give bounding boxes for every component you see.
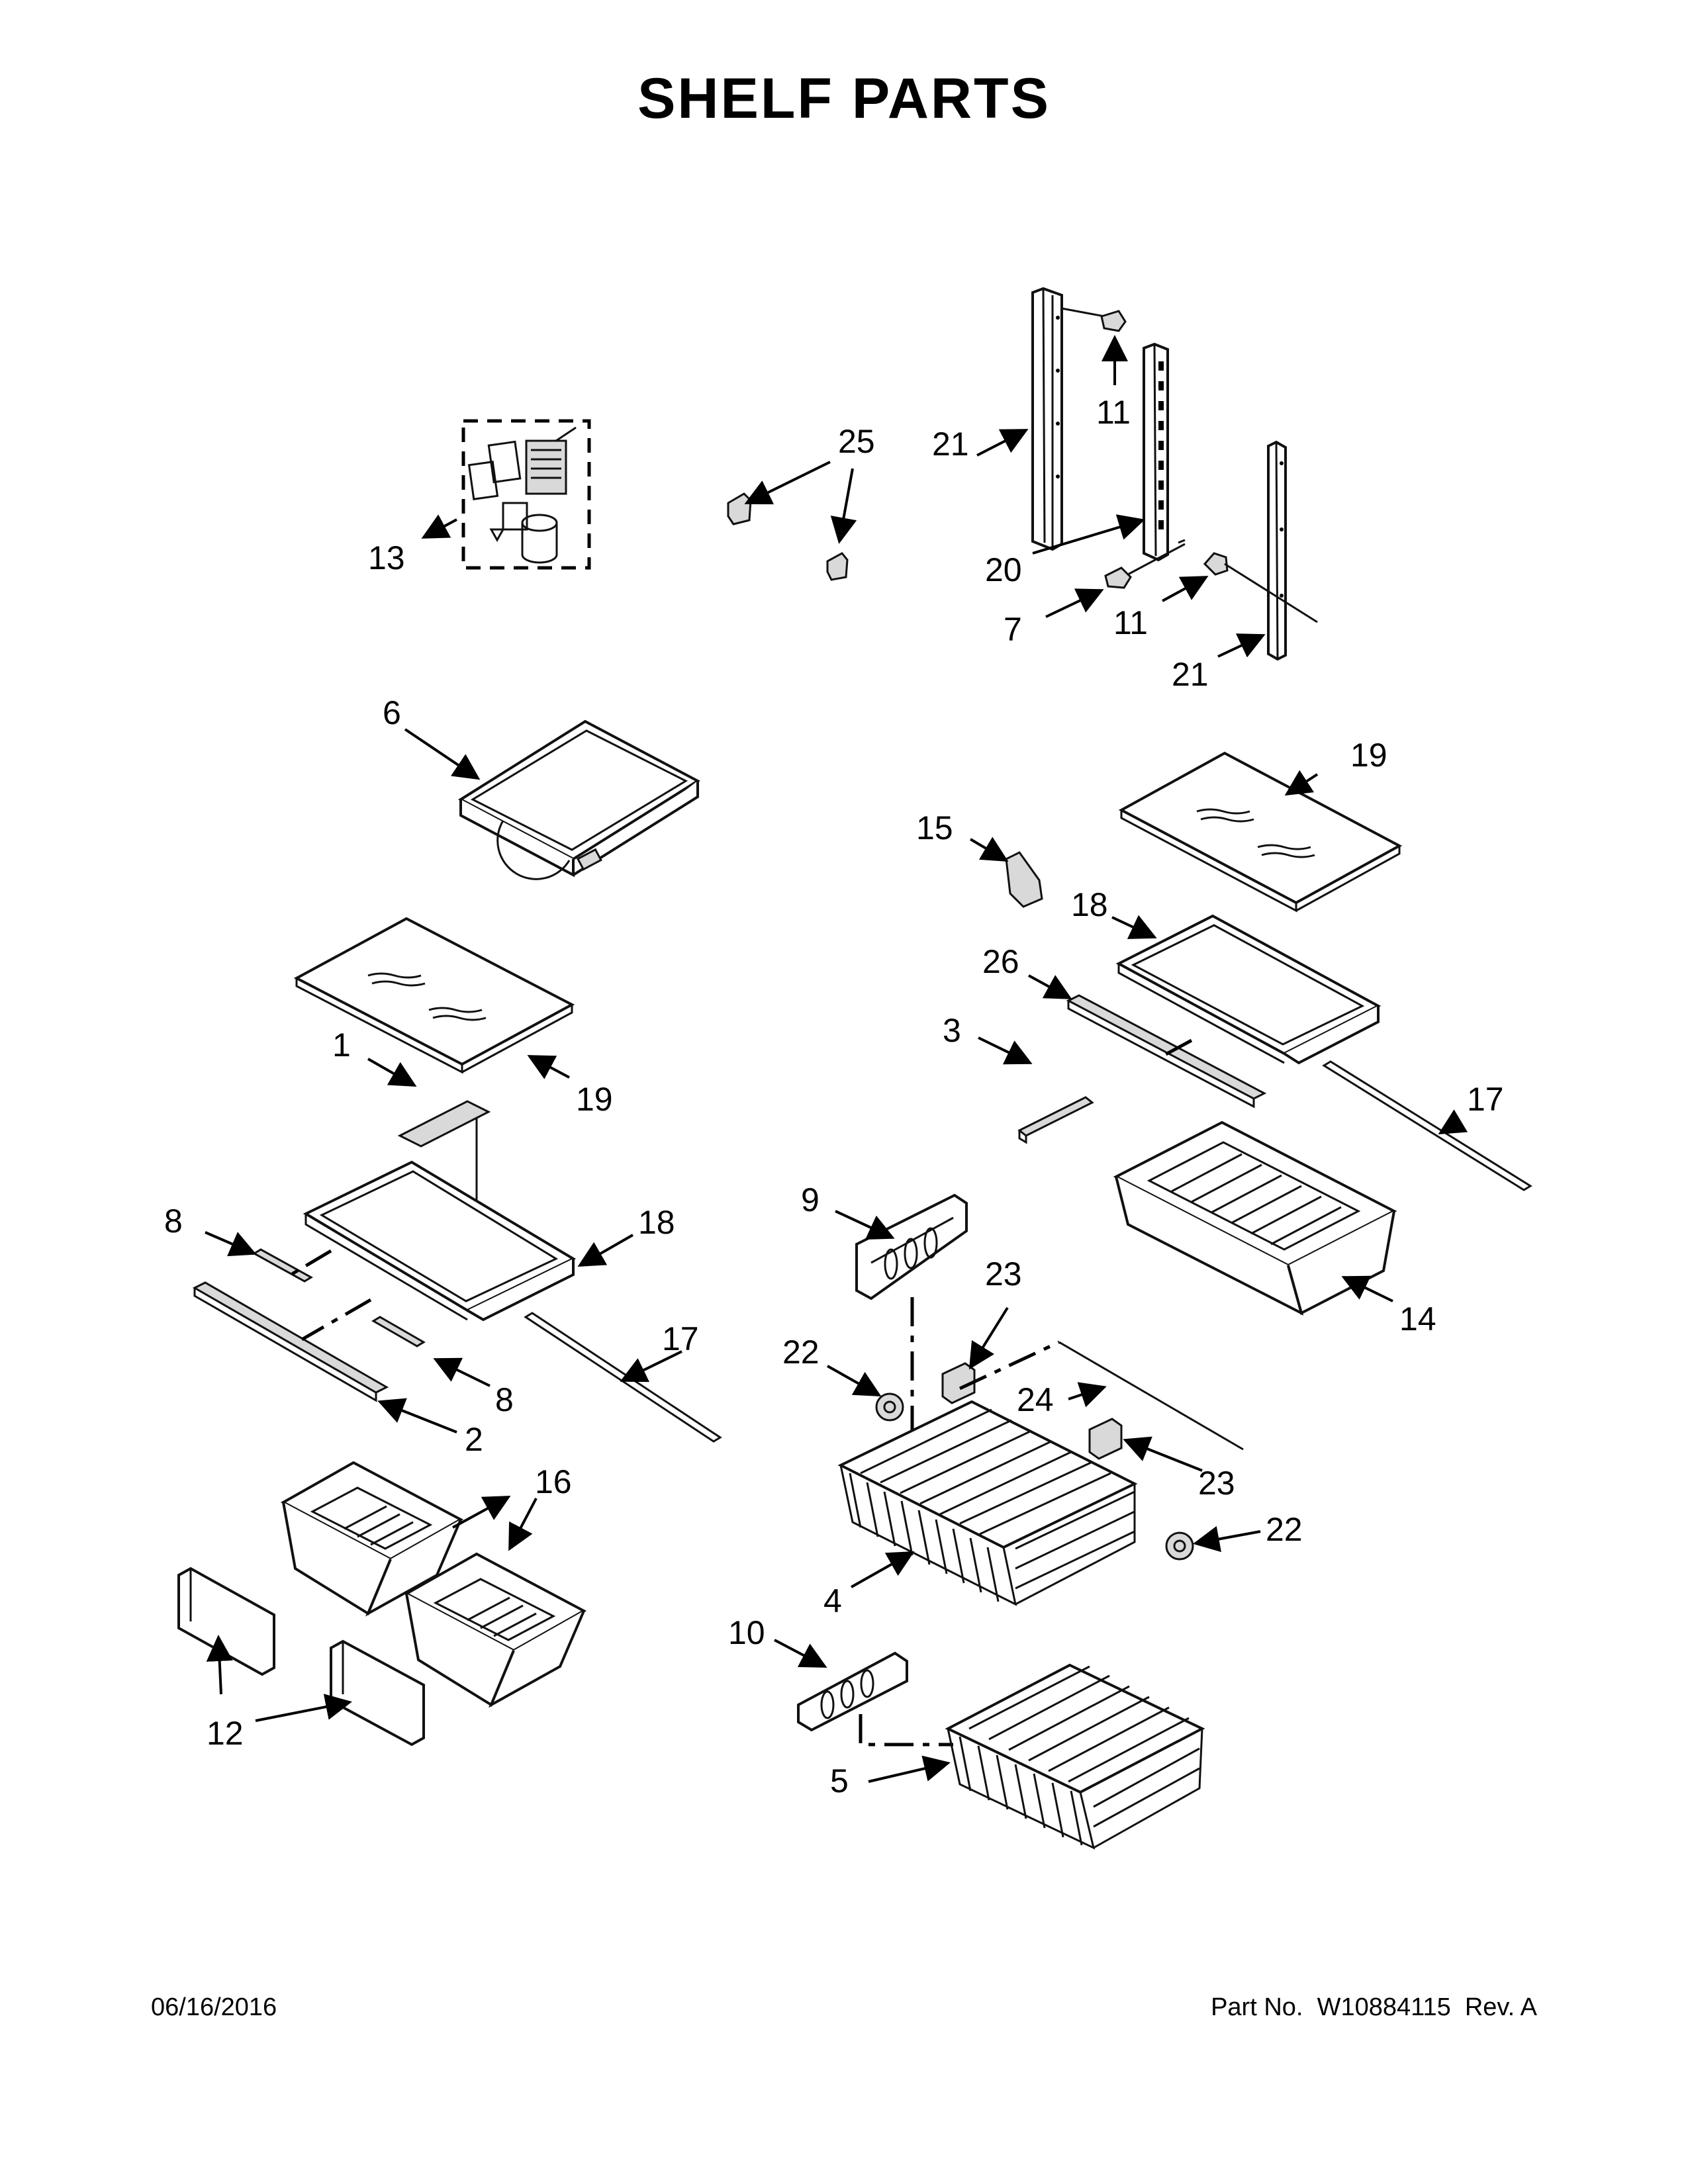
callout-4: 4 (823, 1582, 842, 1619)
callout-8-top: 8 (164, 1203, 183, 1240)
part-19-glass-left (293, 917, 575, 1074)
part-12-front-left (177, 1567, 275, 1676)
part-23-bracket-left (941, 1362, 976, 1404)
part-18-frame-right (1115, 914, 1382, 1065)
callout-22-right: 22 (1266, 1511, 1303, 1548)
part-6-shelf-frame (458, 719, 700, 880)
callout-5: 5 (830, 1762, 849, 1799)
callout-3: 3 (943, 1012, 961, 1049)
callout-7: 7 (1004, 611, 1022, 648)
leader-lines (205, 335, 1468, 1783)
callout-20: 20 (985, 551, 1022, 588)
callout-18-left: 18 (638, 1204, 675, 1241)
page-title: SHELF PARTS (637, 67, 1051, 130)
part-7-screw (1104, 539, 1186, 589)
part-number: W10884115 (1317, 1993, 1451, 2021)
callout-1: 1 (332, 1026, 351, 1064)
part-3-bracket (1017, 1096, 1094, 1144)
callout-22-left: 22 (782, 1334, 820, 1371)
part-9-divider (855, 1193, 968, 1300)
callout-16: 16 (535, 1463, 572, 1500)
part-15-hook (1005, 851, 1043, 908)
rev-value: A (1520, 1993, 1537, 2021)
part-20-rail-center (1143, 342, 1169, 562)
callout-21-top: 21 (932, 426, 969, 463)
part-11-screw-bottom (1203, 552, 1318, 623)
part-label: Part No. (1211, 1993, 1303, 2021)
callout-14: 14 (1399, 1300, 1436, 1338)
callout-23-bottom: 23 (1198, 1465, 1235, 1502)
part-8-slide-bottom (371, 1316, 426, 1347)
callout-9: 9 (801, 1181, 820, 1218)
callout-23-top: 23 (985, 1255, 1022, 1293)
part-12-front-right (330, 1639, 425, 1747)
footer-date: 06/16/2016 (151, 1993, 277, 2021)
part-26-trim (1066, 994, 1267, 1109)
part-22-wheel-right (1165, 1531, 1194, 1561)
connector-10-5 (859, 1714, 953, 1747)
part-19-glass-right (1118, 751, 1403, 913)
part-1-bracket (397, 1100, 491, 1215)
part-18-frame-left (303, 1160, 577, 1322)
connector-left-2 (301, 1298, 372, 1342)
callout-17-right: 17 (1467, 1081, 1504, 1118)
callout-10: 10 (728, 1614, 765, 1651)
callout-8-bottom: 8 (495, 1381, 514, 1418)
callout-13: 13 (368, 539, 405, 576)
callout-11-bottom: 11 (1113, 604, 1148, 641)
callout-24: 24 (1017, 1381, 1054, 1418)
callout-6: 6 (383, 694, 401, 731)
part-23-bracket-right (1088, 1418, 1123, 1460)
connector-24 (1058, 1341, 1244, 1451)
callout-19-left: 19 (576, 1081, 613, 1118)
callout-21-bottom: 21 (1172, 656, 1209, 693)
callout-18-right: 18 (1071, 886, 1108, 923)
callout-12: 12 (207, 1715, 244, 1752)
callout-26: 26 (982, 943, 1019, 980)
callout-17-left: 17 (662, 1320, 699, 1357)
part-17-rod-right (1322, 1060, 1532, 1191)
connector-left-1 (287, 1249, 332, 1278)
part-10-divider (797, 1651, 908, 1732)
part-21-rail-left (1031, 287, 1063, 551)
footer-part-number: Part No. W10884115 Rev. A (1211, 1993, 1537, 2022)
callout-15: 15 (916, 809, 953, 846)
connector-right-1 (1158, 1038, 1193, 1060)
callout-25: 25 (838, 423, 875, 460)
part-13-filter-kit (461, 419, 591, 570)
callout-19-right: 19 (1350, 737, 1387, 774)
part-11-screw-top (1061, 307, 1127, 332)
rev-label: Rev. (1464, 1993, 1515, 2021)
part-17-rod-left (524, 1312, 722, 1443)
part-4-basket-upper (837, 1400, 1138, 1606)
connector-23 (959, 1340, 1060, 1390)
part-5-basket-lower (945, 1663, 1205, 1850)
part-14-crisper (1113, 1120, 1397, 1316)
callout-2: 2 (465, 1421, 483, 1458)
part-25-clips (727, 492, 849, 581)
part-21-rail-right (1267, 440, 1287, 661)
callout-labels: 13 25 21 11 20 7 11 21 6 19 15 18 26 3 1… (164, 394, 1504, 1799)
part-16-drawer-right (403, 1552, 587, 1708)
part-22-wheel-left (875, 1392, 904, 1422)
part-8-slide-top (252, 1248, 314, 1283)
part-2-trim (192, 1281, 389, 1402)
part-16-drawer-left (280, 1461, 464, 1617)
callout-11-top: 11 (1096, 394, 1131, 431)
